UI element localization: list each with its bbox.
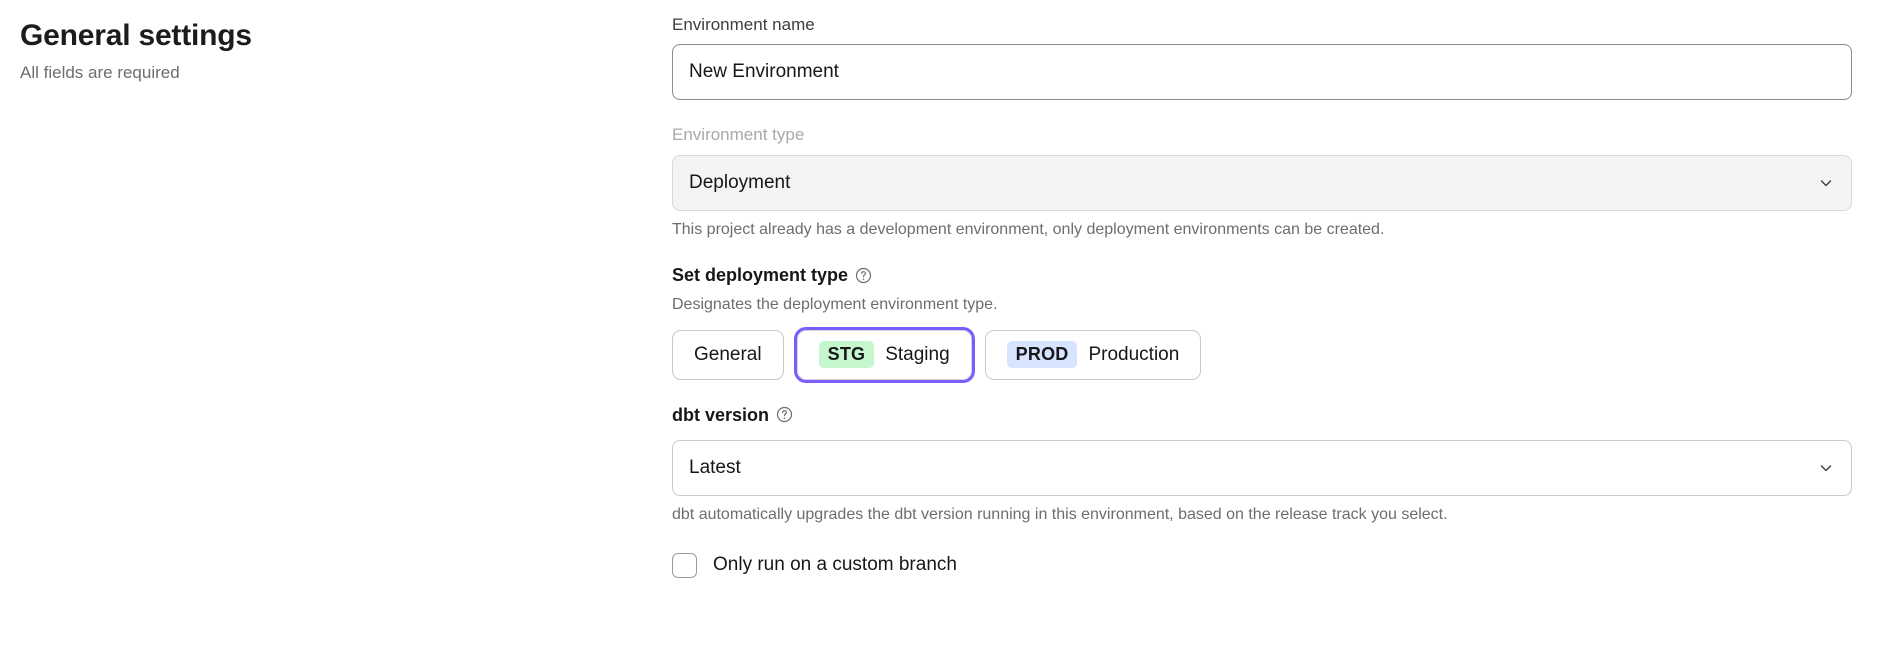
deployment-type-option-production[interactable]: PROD Production <box>984 329 1202 380</box>
chevron-down-icon <box>1818 175 1834 191</box>
help-circle-icon[interactable] <box>776 406 793 423</box>
deployment-type-option-staging-label: Staging <box>885 343 950 365</box>
environment-name-value: New Environment <box>689 61 839 83</box>
deployment-type-option-general[interactable]: General <box>672 329 784 380</box>
staging-badge: STG <box>818 341 875 369</box>
dbt-version-value: Latest <box>689 457 741 479</box>
custom-branch-label: Only run on a custom branch <box>713 553 957 575</box>
environment-type-value: Deployment <box>689 171 791 193</box>
deployment-type-options: General STG Staging PROD Production <box>672 329 1852 380</box>
deployment-type-option-staging[interactable]: STG Staging <box>796 329 972 380</box>
environment-name-field: Environment name New Environment <box>672 14 1852 101</box>
deployment-type-label-row: Set deployment type <box>672 264 1852 287</box>
help-circle-icon[interactable] <box>855 267 872 284</box>
deployment-type-option-general-label: General <box>694 343 762 365</box>
environment-type-field: Environment type Deployment This project… <box>672 124 1852 240</box>
dbt-version-label-row: dbt version <box>672 404 1852 427</box>
page-title: General settings <box>20 19 252 52</box>
environment-type-label: Environment type <box>672 125 805 145</box>
environment-name-input[interactable]: New Environment <box>672 44 1852 101</box>
dbt-version-field: dbt version Latest dbt automatica <box>672 404 1852 526</box>
deployment-type-label: Set deployment type <box>672 265 849 286</box>
deployment-type-option-production-label: Production <box>1088 343 1180 365</box>
environment-name-label: Environment name <box>672 15 815 34</box>
deployment-type-field: Set deployment type Designates the deplo… <box>672 264 1852 380</box>
settings-header: General settings All fields are required <box>20 18 620 84</box>
dbt-version-label: dbt version <box>672 404 770 425</box>
deployment-type-helper: Designates the deployment environment ty… <box>672 295 998 313</box>
chevron-down-icon <box>1818 460 1834 476</box>
settings-form: Environment name New Environment Environ… <box>672 14 1852 578</box>
custom-branch-row[interactable]: Only run on a custom branch <box>672 552 1852 578</box>
environment-type-select[interactable]: Deployment <box>672 154 1852 211</box>
custom-branch-checkbox[interactable] <box>672 552 697 578</box>
environment-type-helper: This project already has a development e… <box>672 220 1385 238</box>
production-badge: PROD <box>1006 341 1078 369</box>
dbt-version-helper: dbt automatically upgrades the dbt versi… <box>672 506 1448 524</box>
page-subtitle: All fields are required <box>20 63 180 82</box>
dbt-version-select[interactable]: Latest <box>672 440 1852 497</box>
